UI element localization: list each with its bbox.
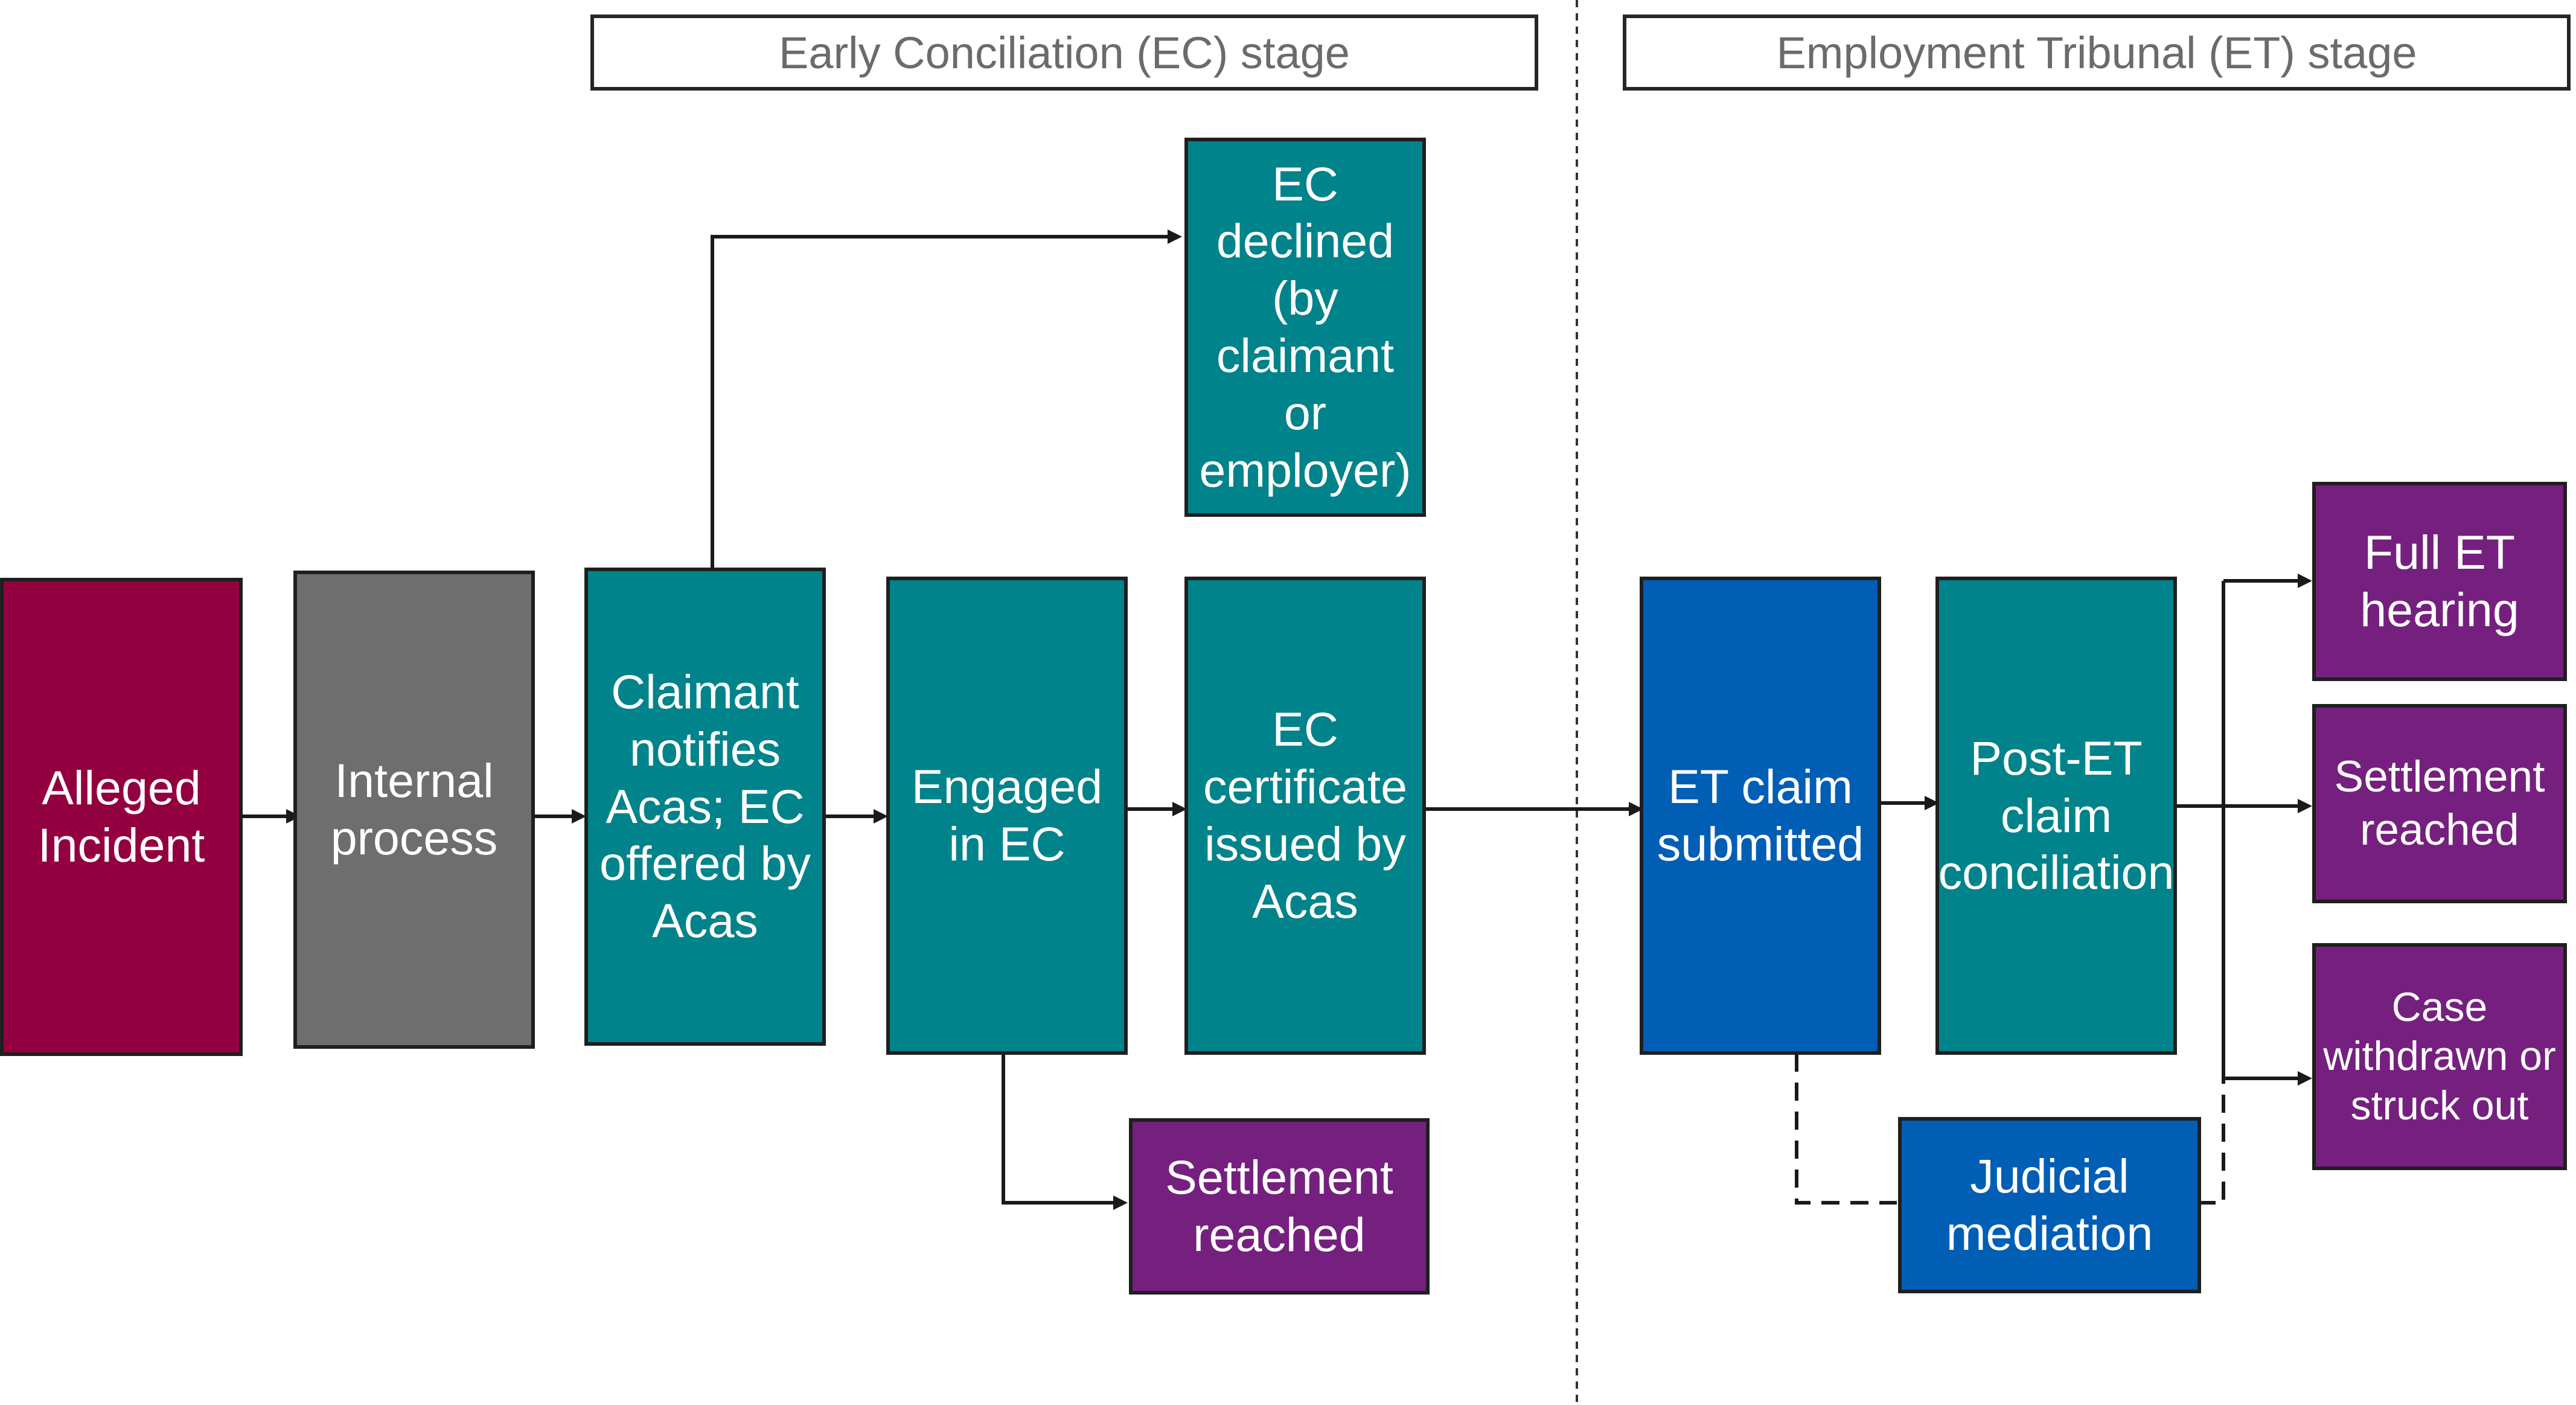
node-label: Engaged in EC: [911, 760, 1103, 871]
node-settlement-et: Settlement reached: [2312, 704, 2567, 903]
node-ec-certificate: EC certificate issued by Acas: [1184, 577, 1426, 1055]
node-label: Full ET hearing: [2360, 525, 2519, 636]
node-label: Settlement reached: [2334, 752, 2545, 854]
arrowhead: [572, 809, 586, 824]
node-label: Settlement reached: [1165, 1150, 1393, 1261]
arrowhead: [2298, 574, 2312, 588]
node-label: Post-ET claim conciliation: [1938, 731, 2175, 900]
arrowhead: [1629, 802, 1643, 816]
node-post-et-conciliation: Post-ET claim conciliation: [1935, 577, 2177, 1055]
stage-header-et: Employment Tribunal (ET) stage: [1623, 14, 2571, 91]
arrowhead: [2298, 799, 2312, 813]
node-label: EC certificate issued by Acas: [1203, 702, 1408, 928]
arrowhead: [874, 809, 888, 824]
arrowhead: [1925, 796, 1939, 810]
node-label: Internal process: [330, 754, 498, 865]
node-alleged-incident: Alleged Incident: [0, 578, 243, 1056]
stage-header-ec: Early Conciliation (EC) stage: [590, 14, 1538, 91]
node-judicial-mediation: Judicial mediation: [1898, 1117, 2201, 1293]
node-ec-declined: EC declined (by claimant or employer): [1184, 138, 1426, 517]
node-claimant-notifies: Claimant notifies Acas; EC offered by Ac…: [584, 568, 826, 1046]
node-case-withdrawn: Case withdrawn or struck out: [2312, 943, 2567, 1170]
arrow-claimant-to-declined: [711, 235, 1177, 571]
node-label: ET claim submitted: [1657, 760, 1864, 871]
dashed-mediation-to-outcomes: [2197, 1078, 2225, 1205]
arrowhead: [1113, 1195, 1128, 1210]
node-label: EC declined (by claimant or employer): [1199, 156, 1411, 497]
node-label: Case withdrawn or struck out: [2323, 984, 2556, 1128]
node-engaged-in-ec: Engaged in EC: [886, 577, 1128, 1055]
arrowhead: [1172, 802, 1187, 816]
dashed-et-to-mediation: [1795, 1054, 1897, 1205]
node-settlement-ec: Settlement reached: [1129, 1118, 1430, 1295]
node-et-claim-submitted: ET claim submitted: [1640, 577, 1881, 1055]
node-label: Judicial mediation: [1946, 1149, 2153, 1260]
arrow-engaged-to-settlement: [1002, 1054, 1123, 1205]
node-label: Claimant notifies Acas; EC offered by Ac…: [599, 665, 811, 948]
arrowhead: [2298, 1071, 2312, 1086]
node-full-et-hearing: Full ET hearing: [2312, 482, 2567, 681]
arrowhead: [1168, 229, 1182, 244]
node-label: Alleged Incident: [37, 761, 205, 872]
node-internal-process: Internal process: [293, 571, 535, 1049]
